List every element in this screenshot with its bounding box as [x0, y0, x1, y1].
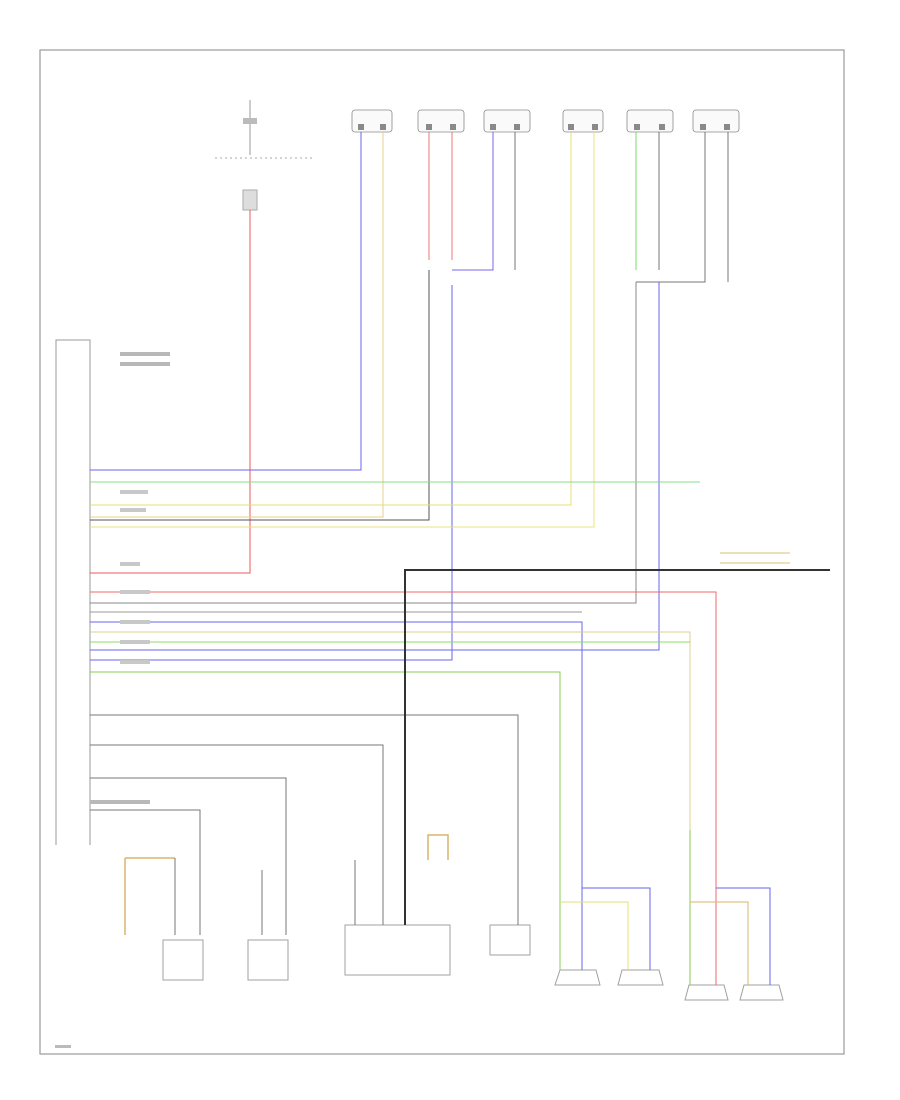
main-module-outline — [55, 339, 91, 845]
pin-label-column — [90, 352, 170, 804]
bottom-module-box — [344, 834, 451, 976]
top-connector-1 — [351, 109, 393, 133]
speaker-left-front — [554, 830, 601, 986]
speaker-right-rear — [690, 887, 784, 1001]
top-connector-2 — [417, 109, 465, 133]
bottom-antenna-2 — [247, 870, 289, 981]
speaker-right-front — [684, 830, 729, 1001]
top-connector-4 — [562, 109, 604, 133]
top-wires — [90, 132, 729, 661]
top-connector-5 — [626, 109, 674, 133]
top-connector-3 — [483, 109, 531, 133]
bottom-antenna-3 — [489, 860, 531, 956]
page-marker — [55, 1045, 71, 1048]
diagram-frame — [39, 49, 845, 1055]
top-connector-6 — [692, 109, 740, 133]
left-wires — [90, 552, 830, 895]
fuse-block — [215, 100, 315, 211]
bottom-antenna-1 — [124, 857, 204, 981]
speaker-left-rear — [560, 887, 664, 986]
